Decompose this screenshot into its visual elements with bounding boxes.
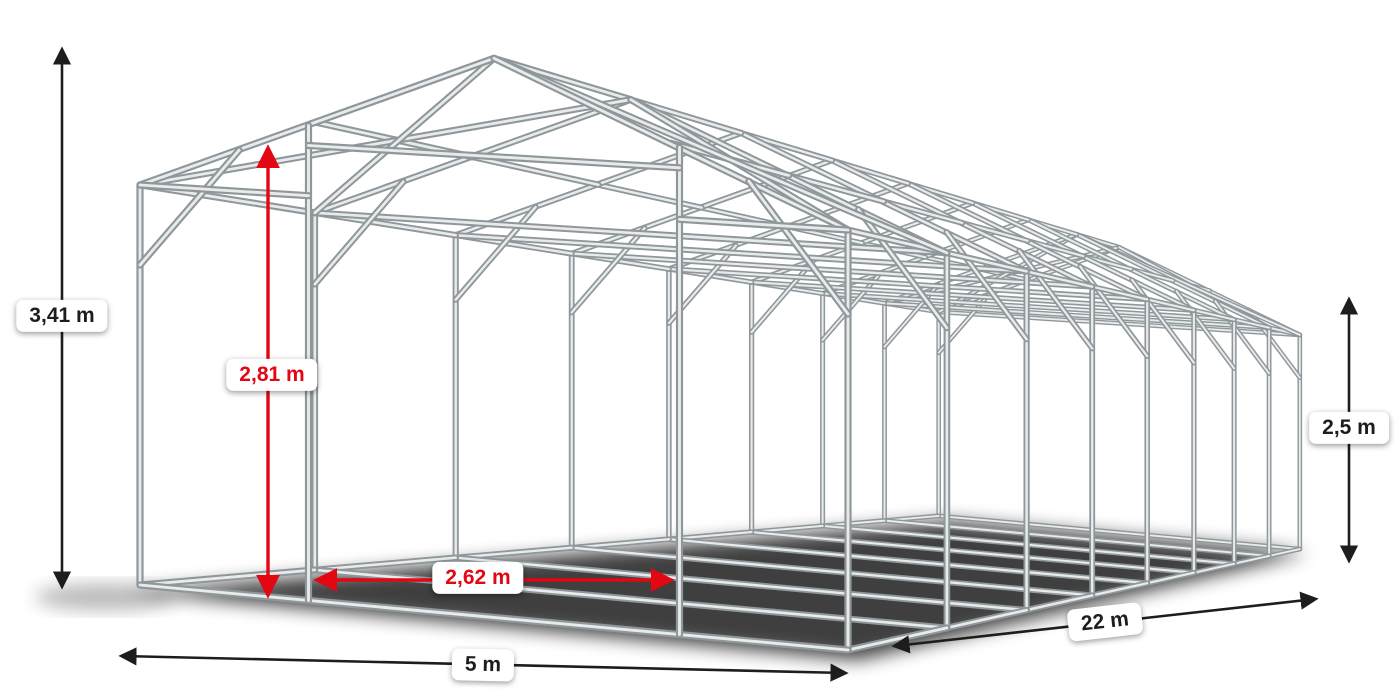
dimension-label-entrance-height: 2,81 m <box>226 358 318 392</box>
dimension-label-width: 5 m <box>451 648 515 682</box>
dimension-label-entrance-width: 2,62 m <box>432 561 524 595</box>
frame-tubes <box>136 54 1303 654</box>
dimension-label-total-height: 3,41 m <box>16 299 108 333</box>
dimension-label-side-height: 2,5 m <box>1309 411 1389 445</box>
